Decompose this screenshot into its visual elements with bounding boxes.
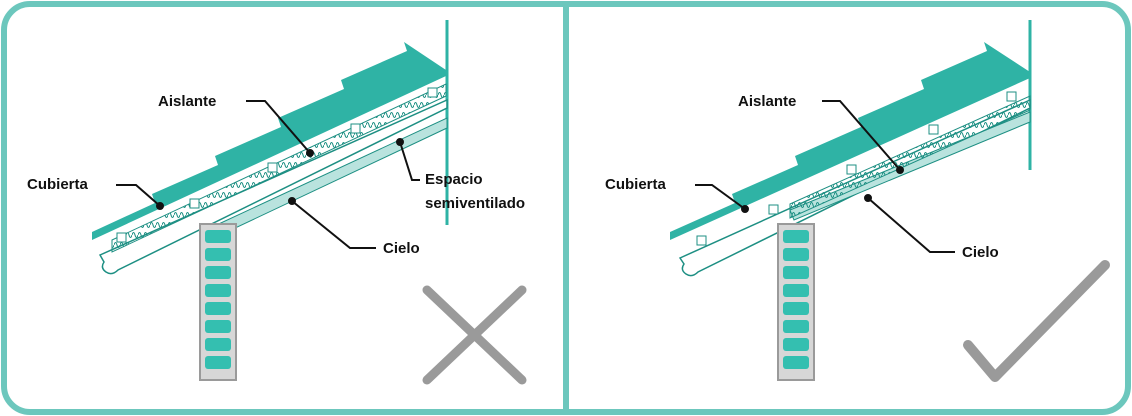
right-roof-cover [670, 42, 1030, 240]
right-panel: Aislante Cubierta Cielo [605, 20, 1110, 382]
left-leaders [116, 100, 420, 249]
cross-icon [422, 285, 527, 385]
right-insulation [789, 95, 1031, 219]
right-label-cielo: Cielo [962, 244, 999, 261]
right-label-aislante: Aislante [738, 93, 796, 110]
left-label-aislante: Aislante [158, 93, 216, 110]
right-leaders [695, 100, 955, 253]
left-roof-cover [92, 42, 446, 240]
check-icon [963, 260, 1110, 382]
left-bricks [205, 230, 231, 369]
right-bricks [783, 230, 809, 369]
right-battens [696, 91, 1017, 246]
right-label-cubierta: Cubierta [605, 176, 667, 193]
left-insulation [111, 83, 447, 253]
left-eave [98, 98, 448, 275]
left-label-semiventilado: semiventilado [425, 195, 525, 212]
left-label-cielo: Cielo [383, 240, 420, 257]
left-panel: Aislante Cubierta Espacio semiventilado … [27, 20, 527, 385]
left-label-cubierta: Cubierta [27, 176, 89, 193]
left-label-espacio: Espacio [425, 171, 483, 188]
left-battens [116, 87, 438, 243]
